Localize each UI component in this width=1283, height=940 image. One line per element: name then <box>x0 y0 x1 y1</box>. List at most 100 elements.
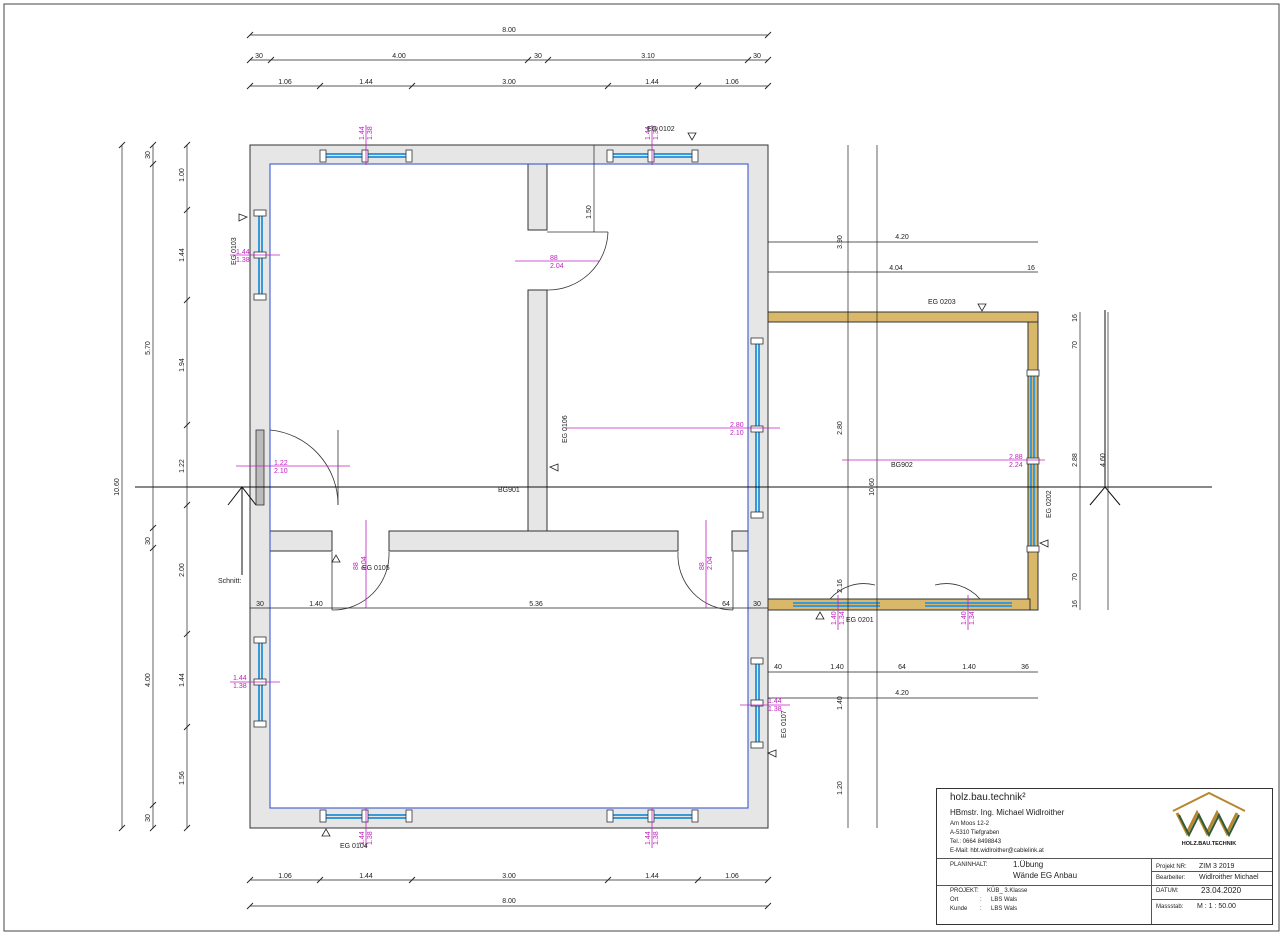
projnr-label: Projekt NR: <box>1156 864 1187 870</box>
dim-text: 16 <box>1027 265 1035 272</box>
label-eg0103: EG 0103 <box>231 237 238 265</box>
opening-text: 1.44 <box>645 126 652 140</box>
dim-text: 4.20 <box>895 234 909 241</box>
dim-text: 1.20 <box>837 781 844 795</box>
dim-text: 4.00 <box>392 53 406 60</box>
company-logo: HOLZ.BAU.TECHNIK <box>1169 791 1249 847</box>
dim-text: 1.44 <box>179 673 186 687</box>
opening-text: 2.04 <box>361 556 368 570</box>
label-eg0106: EG 0106 <box>562 415 569 443</box>
dim-overall-bottom: 8.00 <box>502 898 516 905</box>
opening-text: 88 <box>699 562 706 570</box>
massstab-value: M : 1 : 50.00 <box>1197 903 1236 910</box>
opening-text: 1.44 <box>768 698 782 705</box>
opening-text: 1.38 <box>768 706 782 713</box>
massstab-label: Massstab: <box>1156 904 1184 910</box>
dim-text: 1.44 <box>645 79 659 86</box>
opening-text: 2.04 <box>707 556 714 570</box>
address-line-2: A-5310 Tiefgraben <box>950 830 1000 836</box>
dim-text: 3.00 <box>502 873 516 880</box>
door-swings <box>269 231 981 611</box>
datum-label: DATUM: <box>1156 888 1179 894</box>
opening-text: 1.44 <box>359 126 366 140</box>
dim-text: 16 <box>1072 600 1079 608</box>
dim-text: 30 <box>256 601 264 608</box>
dim-text: 1.00 <box>179 168 186 182</box>
company-name: holz.bau.technik² <box>950 792 1026 803</box>
dim-text: 1.40 <box>309 601 323 608</box>
label-eg0107: EG 0107 <box>781 710 788 738</box>
dim-text: 4.20 <box>895 690 909 697</box>
dim-text: 1.06 <box>725 873 739 880</box>
dim-text: 1.94 <box>179 358 186 372</box>
dim-text: 4.60 <box>1100 453 1107 467</box>
dim-text: 1.56 <box>179 771 186 785</box>
dim-text: 36 <box>1021 664 1029 671</box>
opening-text: 1.44 <box>645 831 652 845</box>
dim-text: 1.44 <box>645 873 659 880</box>
opening-text: 2.88 <box>1009 454 1023 461</box>
logo-text: HOLZ.BAU.TECHNIK <box>1182 841 1236 847</box>
dim-text: 2.00 <box>179 563 186 577</box>
label-eg0102: EG 0102 <box>647 126 675 133</box>
dim-text: 3.10 <box>641 53 655 60</box>
dim-text: 30 <box>753 601 761 608</box>
dim-text: 64 <box>722 601 730 608</box>
dim-text: 5.70 <box>145 341 152 355</box>
ort-label: Ort <box>950 897 959 903</box>
opening-text: 1.44 <box>236 249 250 256</box>
opening-text: 1.38 <box>236 257 250 264</box>
opening-text: 1.44 <box>233 675 247 682</box>
annex-walls <box>767 311 1039 611</box>
dim-text: 1.40 <box>830 664 844 671</box>
plan-label: PLANINHALT: <box>950 862 988 868</box>
dim-text: 2.88 <box>1072 453 1079 467</box>
opening-text: 1.40 <box>831 611 838 625</box>
dim-text: 5.36 <box>529 601 543 608</box>
dim-text: 1.06 <box>278 873 292 880</box>
label-schnitt: Schnitt: <box>218 578 241 585</box>
dim-text: 1.22 <box>179 459 186 473</box>
dim-text: 1.40 <box>837 696 844 710</box>
projnr-value: ZIM 3 2019 <box>1199 863 1235 870</box>
opening-text: 88 <box>550 255 558 262</box>
ort-value: LBS Wals <box>991 897 1018 903</box>
opening-text: 1.44 <box>359 831 366 845</box>
title-block: holz.bau.technik² HBmstr. Ing. Michael W… <box>936 788 1273 925</box>
bearbeiter-value: Widlroither Michael <box>1199 874 1259 881</box>
label-eg0105: EG 0105 <box>362 565 390 572</box>
opening-text: 2.10 <box>730 430 744 437</box>
dim-text: 4.00 <box>145 673 152 687</box>
opening-text: 1.34 <box>839 611 846 625</box>
email: E-Mail: hbt.widlroither@cablelink.at <box>950 848 1044 854</box>
dim-text: 2.16 <box>837 579 844 593</box>
dim-text: 1.06 <box>725 79 739 86</box>
label-eg0202: EG 0202 <box>1046 490 1053 518</box>
projekt-value: KÜB_ 3.Klasse <box>987 888 1028 894</box>
dim-text: 1.50 <box>586 205 593 219</box>
opening-text: 1.34 <box>969 611 976 625</box>
dim-text: 30 <box>534 53 542 60</box>
dim-text: 70 <box>1072 573 1079 581</box>
dim-text: 1.44 <box>359 79 373 86</box>
plan-line-1: 1.Übung <box>1013 860 1044 869</box>
opening-text: 2.04 <box>550 263 564 270</box>
dimension-lines <box>121 34 1109 907</box>
dim-text: 3.00 <box>502 79 516 86</box>
dim-text: 1.44 <box>179 248 186 262</box>
opening-text: 1.38 <box>653 831 660 845</box>
dim-text: 3.90 <box>837 235 844 249</box>
address-line-1: Am Moos 12-2 <box>950 821 990 827</box>
kunde-value: LBS Wals <box>991 906 1018 912</box>
dim-text: 1.06 <box>278 79 292 86</box>
dim-text: 30 <box>145 151 152 159</box>
opening-text: 1.38 <box>367 126 374 140</box>
dim-overall-top: 8.00 <box>502 27 516 34</box>
opening-text: 1.22 <box>274 460 288 467</box>
dim-text: 4.04 <box>889 265 903 272</box>
opening-text: 1.40 <box>961 611 968 625</box>
dim-text: 30 <box>145 814 152 822</box>
dim-text: 1.40 <box>962 664 976 671</box>
